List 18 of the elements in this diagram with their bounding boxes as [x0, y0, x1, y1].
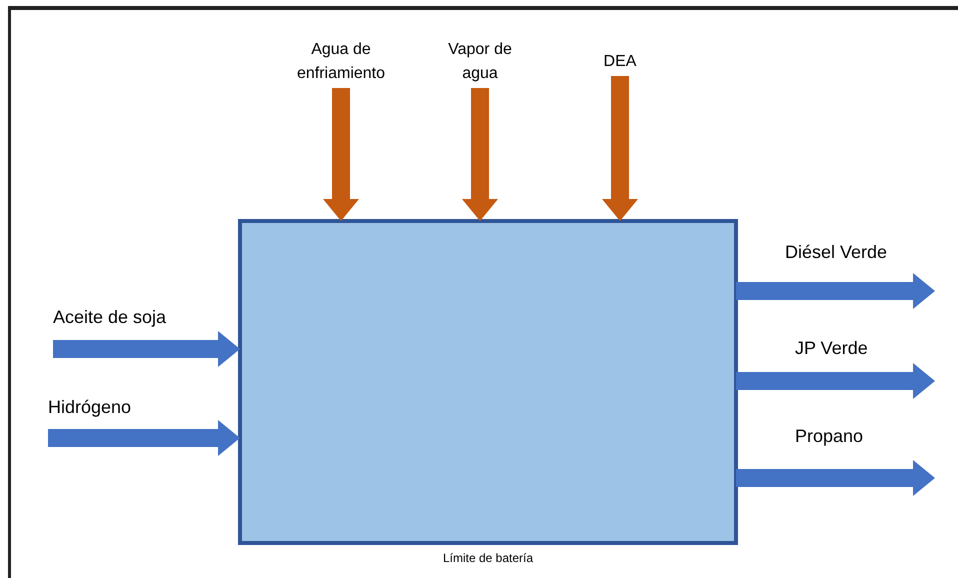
stream-label: Agua de enfriamiento [291, 38, 391, 86]
stream-label: Hidrógeno [48, 395, 208, 419]
block-arrow [53, 331, 240, 367]
block-arrow [736, 460, 935, 496]
stream-label: JP Verde [795, 336, 935, 360]
stream-label: DEA [570, 50, 670, 74]
block-arrow [462, 88, 498, 221]
block-arrow [323, 88, 359, 221]
block-arrow [602, 76, 638, 221]
node-caption: Límite de batería [442, 550, 534, 567]
process-box [238, 219, 738, 545]
stream-label: Diésel Verde [785, 240, 935, 264]
stream-label: Propano [795, 424, 935, 448]
stream-label: Vapor de agua [430, 38, 530, 86]
block-arrow [736, 273, 935, 309]
stream-label: Aceite de soja [53, 305, 213, 329]
block-arrow [736, 363, 935, 399]
block-arrow [48, 420, 240, 456]
